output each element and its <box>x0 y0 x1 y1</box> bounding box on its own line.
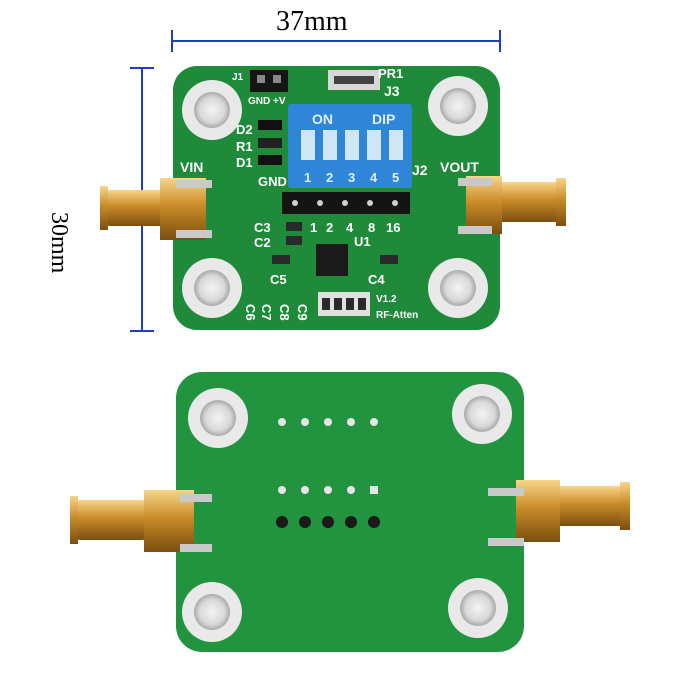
width-dimension-label: 37mm <box>276 6 348 37</box>
c9-label: C9 <box>295 304 310 321</box>
d2-label: D2 <box>236 122 253 137</box>
c7-label: C7 <box>259 304 274 321</box>
width-dimension-tick-right <box>499 30 501 52</box>
dip-on-label: ON <box>312 111 333 127</box>
back-solder-pads <box>278 418 378 494</box>
u1-label: U1 <box>354 234 371 249</box>
back-mounting-hole-bottom-left <box>182 582 242 642</box>
d1-component <box>258 155 282 165</box>
dip-position-2: 2 <box>326 170 333 185</box>
u1-chip <box>316 244 348 276</box>
j1-pins-label: GND +V <box>248 96 286 107</box>
r1-component <box>258 138 282 148</box>
width-dimension-line <box>172 40 500 42</box>
c8-label: C8 <box>277 304 292 321</box>
r1-label: R1 <box>236 139 253 154</box>
atten-value-1: 1 <box>310 220 317 235</box>
back-mounting-hole-top-left <box>188 388 248 448</box>
width-dimension-tick-left <box>171 30 173 52</box>
vin-label: VIN <box>180 159 203 175</box>
product-label: RF-Atten <box>376 310 418 321</box>
dip-switch-levers <box>301 130 403 160</box>
atten-value-4: 4 <box>346 220 354 235</box>
height-dimension-tick-top <box>130 67 154 69</box>
gnd-label: GND <box>258 174 287 189</box>
c2-component <box>286 236 302 245</box>
c5-component <box>272 255 290 264</box>
j1-label: J1 <box>232 72 244 83</box>
atten-value-8: 8 <box>368 220 375 235</box>
mounting-hole-bottom-left <box>182 258 242 318</box>
back-board-photo <box>70 372 630 652</box>
c2-label: C2 <box>254 235 271 250</box>
version-label: V1.2 <box>376 294 397 305</box>
atten-value-16: 16 <box>386 220 400 235</box>
vout-label: VOUT <box>440 159 479 175</box>
vin-sma-connector <box>100 178 212 240</box>
mounting-hole-bottom-right <box>428 258 488 318</box>
j1-header <box>250 70 288 92</box>
mounting-hole-top-right <box>428 76 488 136</box>
front-board-photo: J1 GND +V PR1 J3 J2 D2 R1 D1 ON DIP 1 2 … <box>100 66 566 330</box>
dip-position-4: 4 <box>370 170 378 185</box>
j3-label: J3 <box>384 83 400 99</box>
c4-label: C4 <box>368 272 385 287</box>
height-dimension-tick-bottom <box>130 330 154 332</box>
atten-value-2: 2 <box>326 220 333 235</box>
back-mounting-hole-top-right <box>452 384 512 444</box>
back-pcb <box>176 372 524 652</box>
mounting-hole-top-left <box>182 80 242 140</box>
c6-label: C6 <box>243 304 258 321</box>
d2-component <box>258 120 282 130</box>
c5-label: C5 <box>270 272 287 287</box>
vout-sma-connector <box>458 176 566 234</box>
c4-component <box>380 255 398 264</box>
j2-label: J2 <box>412 162 428 178</box>
dip-position-5: 5 <box>392 170 399 185</box>
back-vout-sma-connector <box>488 480 630 546</box>
c3-label: C3 <box>254 220 271 235</box>
dip-dip-label: DIP <box>372 111 395 127</box>
dip-position-3: 3 <box>348 170 355 185</box>
pr1-label: PR1 <box>378 66 403 81</box>
d1-label: D1 <box>236 155 253 170</box>
back-vin-sma-connector <box>70 490 212 552</box>
back-through-holes <box>276 516 380 528</box>
back-mounting-hole-bottom-right <box>448 578 508 638</box>
dip-position-1: 1 <box>304 170 311 185</box>
c3-component <box>286 222 302 231</box>
